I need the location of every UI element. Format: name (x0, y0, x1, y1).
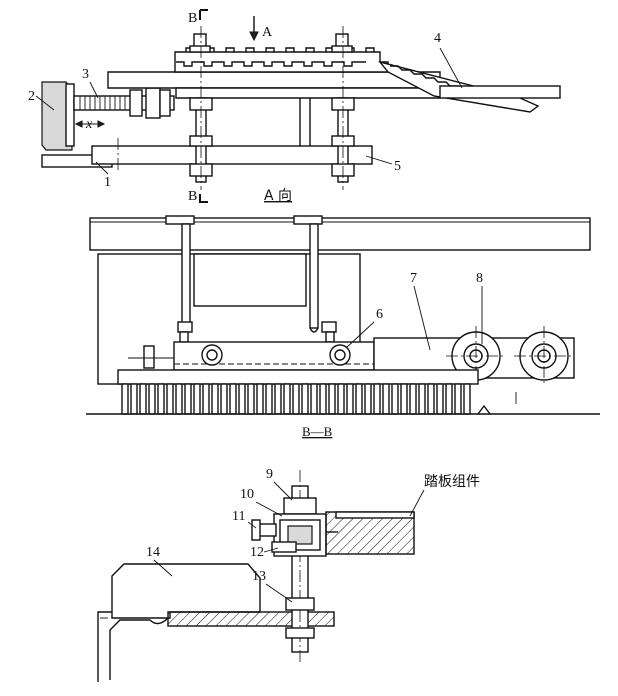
comb-tooth (328, 383, 336, 415)
label-3: 3 (82, 67, 89, 82)
comb-tooth (130, 383, 138, 415)
section-mark-top: B (188, 11, 197, 26)
comb-tooth (265, 383, 273, 415)
rod-nut-2 (145, 87, 161, 119)
comb-tooth (175, 383, 183, 415)
comb-tooth (238, 383, 246, 415)
comb-tooth (463, 383, 471, 415)
angle-iron (97, 611, 150, 682)
comb-tooth (148, 383, 156, 415)
detail-view: 9 10 11 12 13 14 踏板组件 (97, 467, 480, 682)
comb-teeth (121, 383, 471, 415)
comb-tooth (382, 383, 390, 415)
comb-tooth (364, 383, 372, 415)
comb-tooth (193, 383, 201, 415)
wheel-right (514, 326, 574, 386)
label-2: 2 (28, 89, 35, 104)
pedal-assembly (325, 511, 415, 555)
label-9: 9 (266, 467, 273, 482)
comb-tooth (292, 383, 300, 415)
caption-bb: B—B (302, 424, 333, 439)
comb-tooth (202, 383, 210, 415)
comb-tooth (211, 383, 219, 415)
frame-beam (89, 217, 591, 251)
label-7: 7 (410, 271, 417, 286)
assembly-label: 踏板组件 (424, 474, 480, 490)
part-2-block (41, 81, 73, 151)
comb-tooth (337, 383, 345, 415)
label-4: 4 (434, 31, 441, 46)
bottom-plate (167, 611, 335, 627)
comb-tooth (283, 383, 291, 415)
washer-12 (271, 541, 297, 553)
comb-tooth (400, 383, 408, 415)
pedal-rail (107, 71, 441, 89)
comb-tooth (436, 383, 444, 415)
comb-base (117, 369, 479, 385)
comb-tooth (121, 383, 129, 415)
bolt-right (331, 26, 355, 190)
caption-a-view: A 向 (264, 188, 292, 204)
comb-tooth (418, 383, 426, 415)
comb-tooth (157, 383, 165, 415)
bar-eye-right (329, 344, 351, 366)
label-13: 13 (252, 569, 266, 584)
comb-tooth (409, 383, 417, 415)
comb-tooth (247, 383, 255, 415)
comb-tooth (427, 383, 435, 415)
comb-tooth (310, 383, 318, 415)
comb-tooth (454, 383, 462, 415)
comb-tooth (391, 383, 399, 415)
label-6: 6 (376, 307, 383, 322)
dim-x-label: x (85, 117, 93, 132)
label-8: 8 (476, 271, 483, 286)
section-view: 6 7 8 B—B (86, 215, 600, 439)
label-5: 5 (394, 159, 401, 174)
comb-tooth (274, 383, 282, 415)
label-10: 10 (240, 487, 254, 502)
comb-tooth (139, 383, 147, 415)
label-1: 1 (104, 175, 111, 190)
label-11: 11 (232, 509, 245, 524)
bolt-left (189, 26, 213, 190)
view-arrow-label: A (262, 25, 273, 40)
comb-tooth (256, 383, 264, 415)
part-2-flange (65, 83, 75, 147)
label-12: 12 (250, 545, 264, 560)
comb-tooth (220, 383, 228, 415)
comb-tooth (319, 383, 327, 415)
comb-tooth (355, 383, 363, 415)
comb-tooth (301, 383, 309, 415)
nut-9 (283, 497, 317, 515)
section-mark-bottom: B (188, 189, 197, 204)
bracket-14 (111, 563, 261, 619)
comb-tooth (166, 383, 174, 415)
side-rail (439, 85, 561, 99)
bar-5 (91, 145, 373, 165)
rod-threads (79, 96, 126, 110)
comb-tooth (373, 383, 381, 415)
hanger-rod-left (181, 223, 191, 329)
hanger-rod-right (309, 223, 319, 329)
rod-nut-1 (129, 89, 143, 117)
comb-tooth (445, 383, 453, 415)
comb-tooth (346, 383, 354, 415)
label-14: 14 (146, 545, 160, 560)
comb-tooth (184, 383, 192, 415)
rod-nut-3 (159, 89, 171, 117)
comb-tooth (229, 383, 237, 415)
top-view: x (28, 9, 561, 204)
bar-eye-left (201, 344, 223, 366)
pedal-rail-lower (175, 87, 441, 99)
